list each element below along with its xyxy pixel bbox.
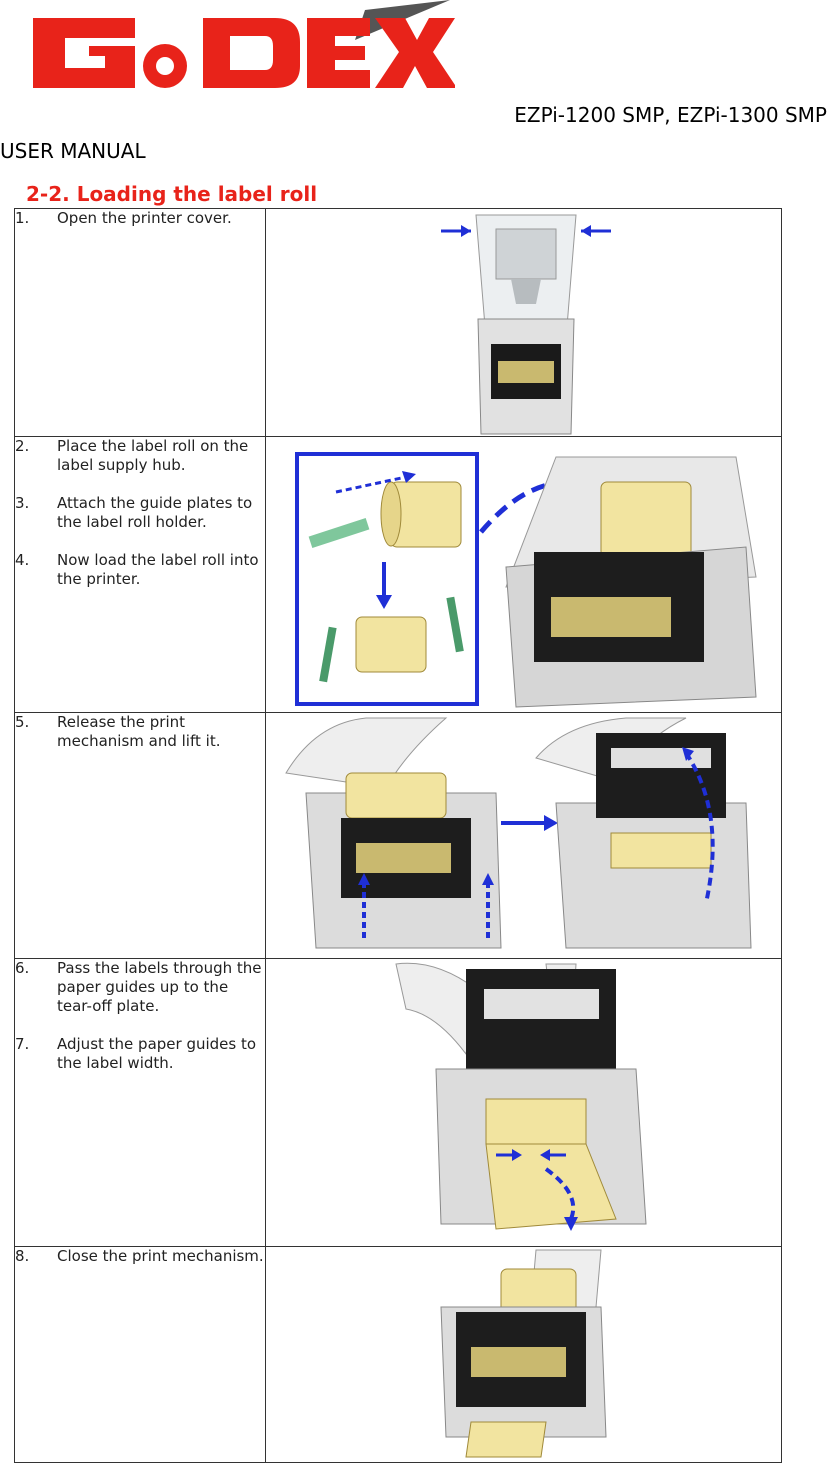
list-item: 5. Release the print mechanism and lift … [15,713,221,750]
list-item: 1. Open the printer cover. [15,209,232,227]
printer-cover-open-image [441,214,611,435]
label-roll-loading-image [295,452,757,708]
list-item: 3. Attach the guide plates to the label … [15,494,253,531]
section-title: 2-2. Loading the label roll [26,182,318,206]
list-item: 6. Pass the labels through the paper gui… [15,959,262,1015]
godex-logo [33,0,455,88]
lift-print-mechanism-image [285,717,752,949]
table-row: 2. Place the label roll on the label sup… [14,436,782,713]
list-item: 2. Place the label roll on the label sup… [15,437,249,474]
model-name: EZPi-1200 SMP, EZPi-1300 SMP [514,103,827,127]
table-row: 6. Pass the labels through the paper gui… [14,958,782,1247]
close-mechanism-image [440,1249,607,1458]
document-type: USER MANUAL [0,139,146,163]
table-row: 8. Close the print mechanism. [14,1246,782,1463]
steps-table: 1. Open the printer cover. 2. [14,208,782,1463]
list-item: 4. Now load the label roll into the prin… [15,551,259,588]
paper-guides-image [395,962,647,1231]
list-item: 8. Close the print mechanism. [15,1247,264,1265]
table-row: 1. Open the printer cover. [14,208,782,437]
table-row: 5. Release the print mechanism and lift … [14,712,782,959]
list-item: 7. Adjust the paper guides to the label … [15,1035,257,1072]
